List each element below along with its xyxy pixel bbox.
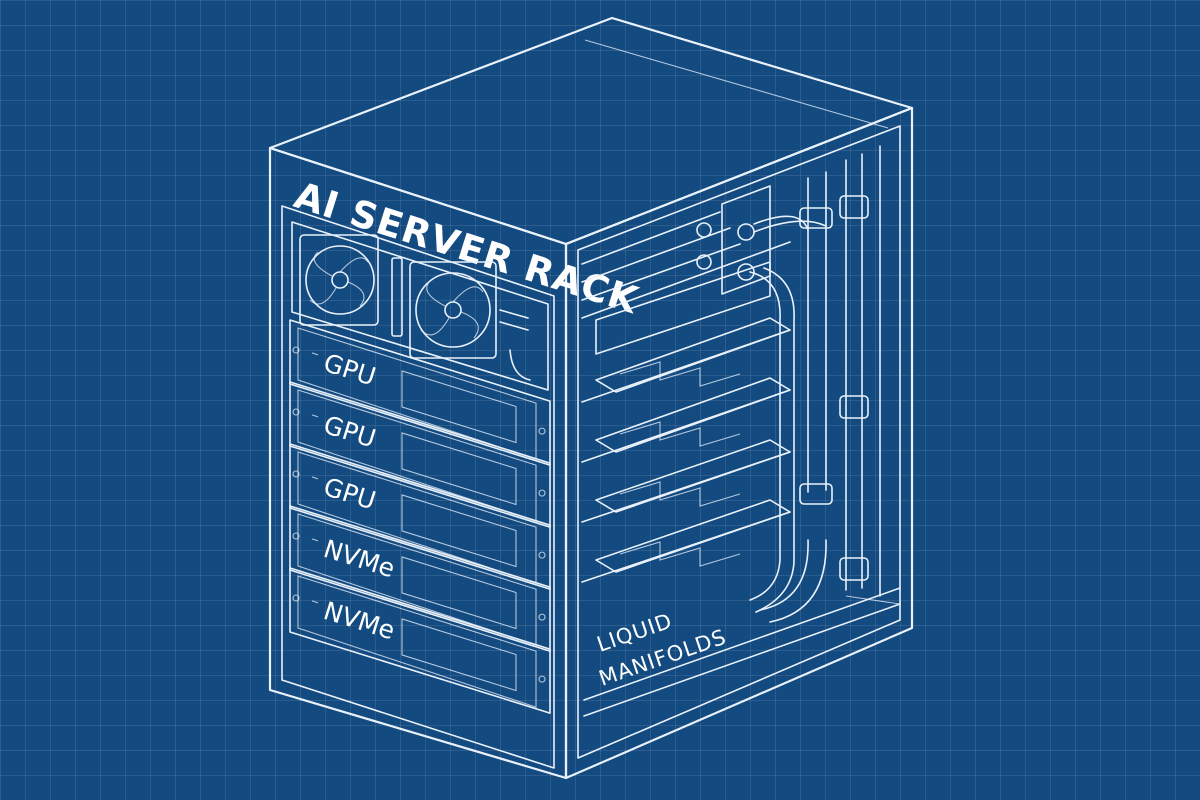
liquid-pipe: [749, 271, 781, 601]
screw-icon: [292, 594, 300, 602]
screw-icon: [292, 470, 300, 478]
fan-bay: [291, 221, 549, 391]
front-inner-frame: [281, 205, 555, 769]
screw-icon: [292, 346, 300, 354]
fan-icon: [299, 234, 379, 326]
slot-tick: [311, 538, 319, 542]
vent-grille-icon: [401, 494, 517, 568]
rack-slot: NVMe: [289, 567, 551, 714]
pipe-fitting-icon: [839, 195, 869, 219]
slot-frame: [289, 443, 551, 590]
screw-icon: [538, 489, 546, 497]
pipe-fitting-icon: [737, 223, 755, 241]
screw-icon: [292, 532, 300, 540]
screw-icon: [538, 427, 546, 435]
slot-frame: [289, 381, 551, 528]
screw-icon: [538, 551, 546, 559]
rack-slot: GPU: [289, 319, 551, 466]
slot-label: GPU: [320, 348, 379, 391]
screw-icon: [538, 675, 546, 683]
fan-icon: [409, 261, 497, 359]
liquid-pipe: [807, 171, 827, 493]
vent-grille-icon: [401, 556, 517, 630]
screw-icon: [292, 408, 300, 416]
rack-slot: GPU: [289, 443, 551, 590]
rack-slot: NVMe: [289, 505, 551, 652]
manifold-block: [721, 185, 771, 295]
slot-tick: [311, 600, 319, 604]
rack-slot: GPU: [289, 381, 551, 528]
slot-frame: [289, 319, 551, 466]
pipe-fitting-icon: [499, 309, 531, 381]
rack-cabinet: [268, 16, 914, 780]
side-internals: [581, 145, 901, 717]
slot-tick: [311, 414, 319, 418]
slot-tick: [311, 352, 319, 356]
screw-icon: [538, 613, 546, 621]
slot-tick: [311, 476, 319, 480]
vent-grille-icon: [401, 618, 517, 692]
slot-frame: [289, 505, 551, 652]
slot-frame: [289, 567, 551, 714]
slot-bevel: [297, 575, 537, 708]
slot-label: GPU: [320, 472, 379, 515]
vent-grille-icon: [401, 370, 517, 444]
vent-grille-icon: [401, 432, 517, 506]
rack-right-face: [564, 106, 914, 780]
liquid-pipe: [845, 153, 863, 591]
slot-label: GPU: [320, 410, 379, 453]
right-inner-frame: [577, 125, 901, 759]
rack-title: AI SERVER RACK: [289, 174, 644, 323]
